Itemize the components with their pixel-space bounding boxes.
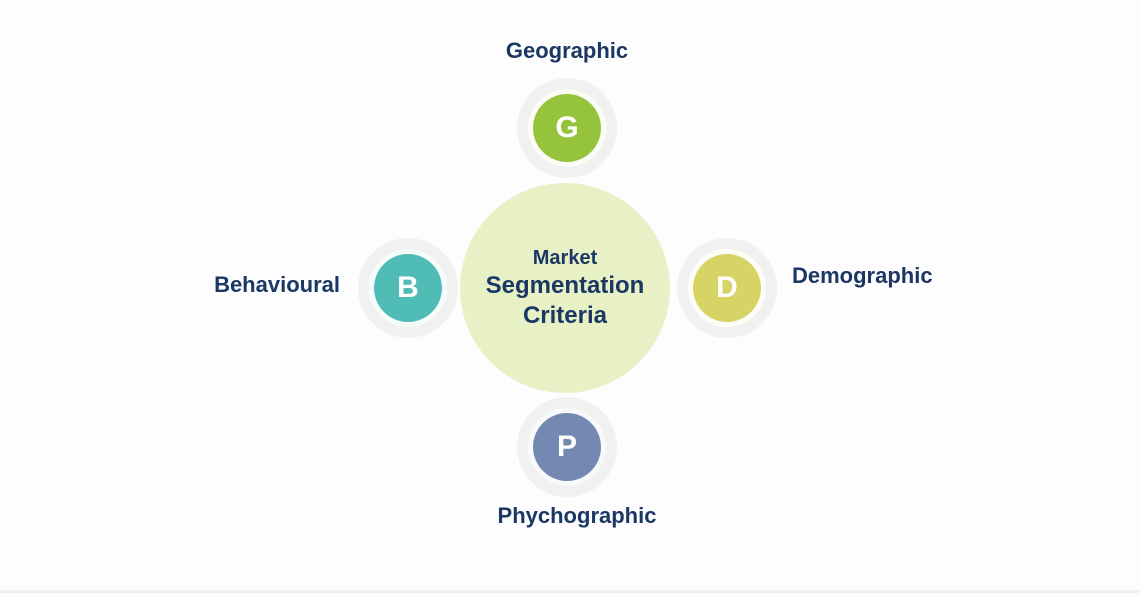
behavioural-label: Behavioural (214, 272, 340, 297)
behavioural-circle: B (369, 249, 447, 327)
psychographic-circle: P (528, 408, 606, 486)
node-psychographic: P (517, 397, 617, 497)
geographic-circle: G (528, 89, 606, 167)
node-behavioural: B (358, 238, 458, 338)
center-circle: Market Segmentation Criteria (460, 183, 670, 393)
demographic-circle: D (688, 249, 766, 327)
center-title-line-1: Market (532, 246, 598, 269)
center-title-line-2: Segmentation (485, 271, 645, 299)
geographic-label: Geographic (505, 38, 629, 63)
center-title-line-3: Criteria (522, 301, 608, 329)
demographic-label: Demographic (792, 263, 933, 288)
psychographic-label: Phychographic (497, 503, 657, 528)
node-geographic: G (517, 78, 617, 178)
node-demographic: D (677, 238, 777, 338)
bottom-edge-line (0, 590, 1140, 593)
